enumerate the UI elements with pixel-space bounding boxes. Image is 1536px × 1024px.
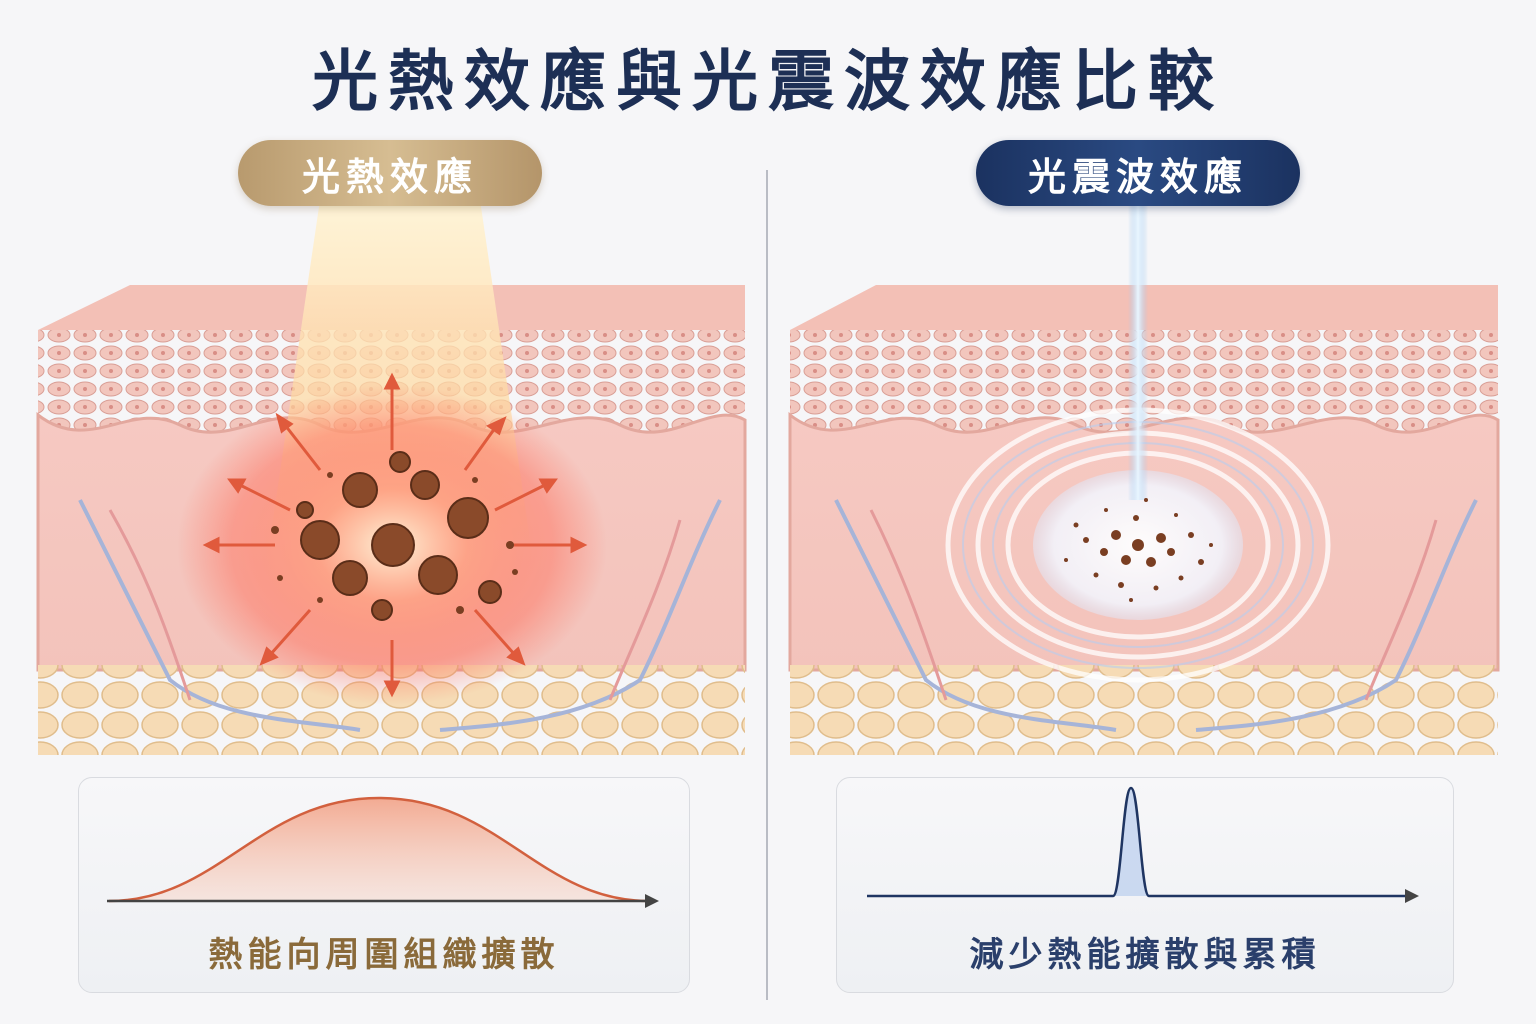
photoacoustic-caption: 減少熱能擴散與累積 [969,935,1321,975]
broad-heat-curve [107,796,659,908]
photoacoustic-heat-graph: 減少熱能擴散與累積 [836,777,1454,993]
center-divider [766,170,768,1000]
photoacoustic-label: 光震波效應 [976,140,1300,206]
page-title: 光熱效應與光震波效應比較 [312,42,1224,120]
photothermal-label: 光熱效應 [238,140,542,206]
photothermal-skin-illustration [36,200,747,755]
photothermal-heat-graph: 熱能向周圍組織擴散 [78,777,690,993]
photoacoustic-skin-illustration [788,200,1500,755]
narrow-heat-spike [867,786,1419,903]
photothermal-caption: 熱能向周圍組織擴散 [208,935,560,975]
